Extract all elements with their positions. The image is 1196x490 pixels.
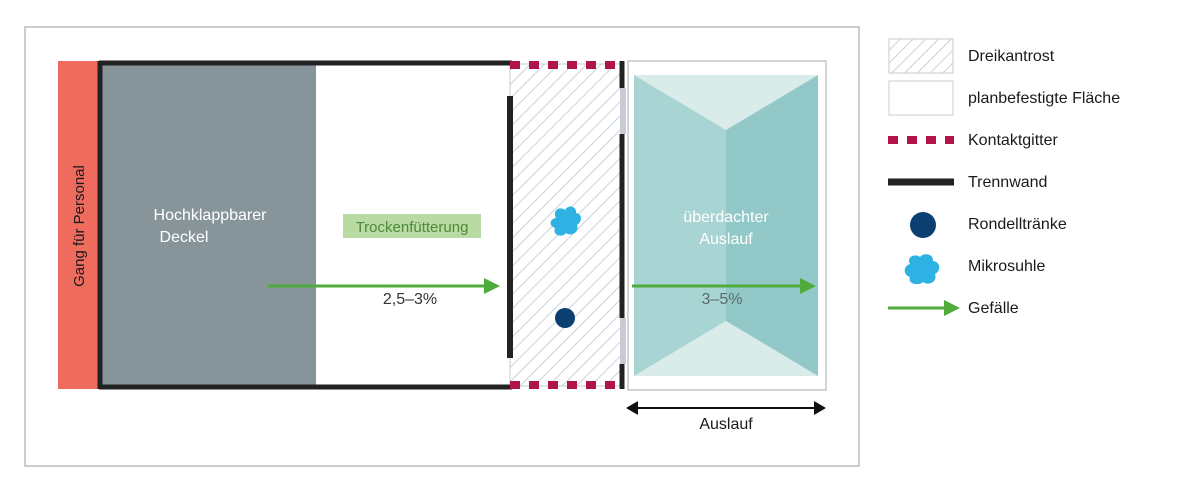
legend-label-slatted: Dreikantrost [968, 48, 1055, 65]
run-dimension-arrow-right [814, 401, 826, 415]
dashed-line-icon [888, 136, 954, 144]
legend-item-solid: planbefestigte Fläche [888, 80, 1188, 116]
slope-outside-label: 3–5% [702, 291, 743, 308]
slope-arrowhead-inside [484, 278, 500, 294]
legend-label-slope: Gefälle [968, 300, 1019, 317]
diagram-frame [24, 26, 860, 467]
legend-label-wall: Trennwand [968, 174, 1048, 191]
outdoor-roof-top [634, 75, 818, 130]
solid-floor-swatch-icon [888, 80, 954, 116]
legend-item-contact: Kontaktgitter [888, 126, 1188, 160]
corridor [58, 61, 99, 389]
legend-label-wallow: Mikrosuhle [968, 258, 1046, 275]
legend-item-wall: Trennwand [888, 168, 1188, 202]
hatch-swatch-icon [888, 38, 954, 74]
legend-label-solid: planbefestigte Fläche [968, 90, 1121, 107]
bar-line-icon [888, 178, 954, 186]
legend-label-contact: Kontaktgitter [968, 132, 1058, 149]
micro-wallow-blob [550, 206, 581, 236]
round-drinker-circle [555, 308, 575, 328]
outdoor-label-line1: überdachter [683, 209, 769, 226]
arrow-right-icon [888, 300, 960, 316]
legend-label-drinker: Rondelltränke [968, 216, 1067, 233]
run-dimension-arrow-left [626, 401, 638, 415]
outdoor-roof-right [726, 75, 818, 376]
run-dimension-label: Auslauf [699, 416, 753, 433]
slope-arrowhead-outside [800, 278, 816, 294]
door-opening-bottom [620, 318, 626, 364]
lid-label-line1: Hochklappbarer [154, 207, 268, 224]
outdoor-roof-left [634, 75, 726, 376]
blob-icon [904, 254, 940, 284]
hinged-lid [101, 64, 316, 386]
corridor-label: Gang für Personal [71, 165, 88, 287]
legend-item-slatted: Dreikantrost [888, 38, 1188, 74]
circle-icon [910, 212, 936, 238]
outdoor-roof-bottom [634, 321, 818, 376]
legend-item-drinker: Rondelltränke [888, 210, 1188, 244]
legend-item-wallow: Mikrosuhle [888, 252, 1188, 286]
outdoor-label-line2: Auslauf [699, 231, 753, 248]
slope-inside-label: 2,5–3% [383, 291, 437, 308]
legend-item-slope: Gefälle [888, 294, 1188, 328]
lid-label-line2: Deckel [160, 229, 209, 246]
door-opening-top [620, 88, 626, 134]
feeding-label: Trockenfütterung [356, 219, 469, 236]
feeding-label-bg [343, 214, 481, 238]
